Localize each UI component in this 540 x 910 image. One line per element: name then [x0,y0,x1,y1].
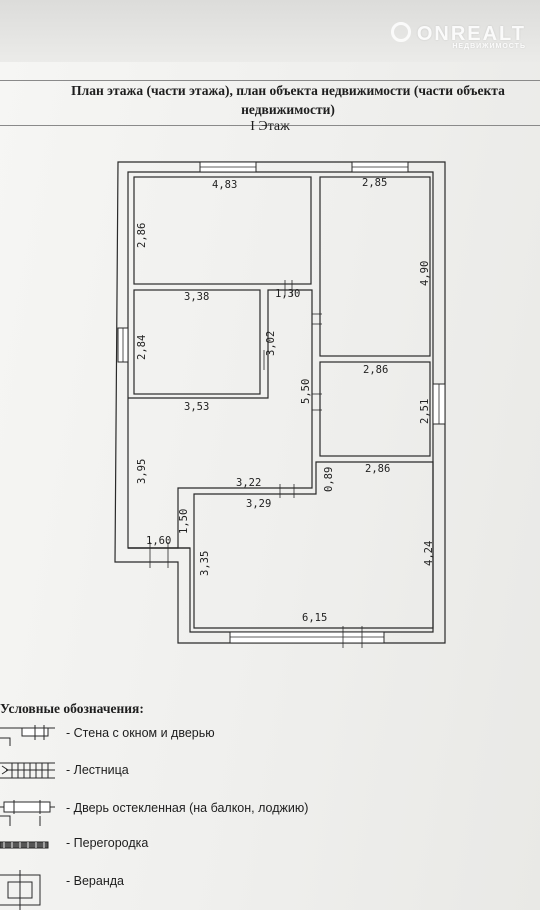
watermark-logo: ONREALT НЕДВИЖИМОСТЬ [390,22,526,50]
header-rule-top [0,80,540,81]
staircase-symbol-icon [0,762,55,779]
glazed-door-symbol-icon [0,800,55,826]
hall [128,289,313,549]
legend-symbols [0,725,55,910]
legend-label: - Лестница [66,763,129,777]
dim-room3-height: 2,84 [136,335,148,360]
veranda-symbol-icon [0,870,41,910]
legend-title: Условные обозначения: [0,701,144,716]
legend-item-partition: - Перегородка [0,836,540,866]
window-bottom [229,631,385,644]
title-line-1: План этажа (части этажа), план объекта н… [71,83,505,98]
dim-room3-side: 3,02 [265,331,277,356]
dim-hall-width: 3,53 [184,401,209,413]
legend-label: - Стена с окном и дверью [66,726,215,740]
legend-label: - Веранда [66,874,124,888]
dim-hall-bottom: 3,22 [236,477,261,489]
outer-wall-inner [127,171,434,633]
floor-label: I Этаж [250,119,290,134]
room-4 [319,361,431,457]
legend-label: - Дверь остекленная (на балкон, лоджию) [66,801,309,815]
document-title: План этажа (части этажа), план объекта н… [8,81,540,119]
dim-room5-height: 4,24 [423,541,435,566]
dim-room3-width: 3,38 [184,291,209,303]
legend-item-glazed-door: - Дверь остекленная (на балкон, лоджию) [0,801,540,831]
dim-corridor-top: 1,30 [275,288,300,300]
room-3 [133,289,261,395]
title-line-2: недвижимости) [241,102,335,117]
room-1 [133,176,312,285]
legend-item-staircase: - Лестница [0,763,540,793]
header-rule-bottom [0,125,540,126]
legend-item-wall-window-door: - Стена с окном и дверью [0,726,540,756]
wall-window-door-symbol-icon [0,725,55,746]
dim-porch-height: 1,50 [178,509,190,534]
dim-hall-height: 3,95 [136,459,148,484]
dim-room4-width: 2,86 [363,364,388,376]
legend-label: - Перегородка [66,836,149,850]
dim-room5-width: 2,86 [365,463,390,475]
dim-big-room-width: 6,15 [302,612,327,624]
watermark-brand: ONREALT [416,23,526,45]
dim-room2-height: 4,90 [419,261,431,286]
dim-room1-height: 2,86 [136,223,148,248]
outer-wall-outer [114,161,446,644]
legend-item-veranda: - Веранда [0,874,540,904]
room-2 [319,176,431,357]
dim-step-height: 0,89 [323,467,335,492]
dim-room2-width: 2,85 [362,177,387,189]
dim-corridor-length: 5,50 [300,379,312,404]
photo-top-edge [0,0,540,62]
dim-room4-height: 2,51 [419,399,431,424]
watermark-ring-icon [390,22,411,42]
partition-symbol-icon [0,841,49,849]
room-5 [193,461,434,629]
dim-room1-width: 4,83 [212,179,237,191]
watermark-tagline: НЕДВИЖИМОСТЬ [452,43,526,50]
dim-big-room-height: 3,35 [199,551,211,576]
dim-porch-width: 1,60 [146,535,171,547]
dim-hall-bottom-2: 3,29 [246,498,271,510]
